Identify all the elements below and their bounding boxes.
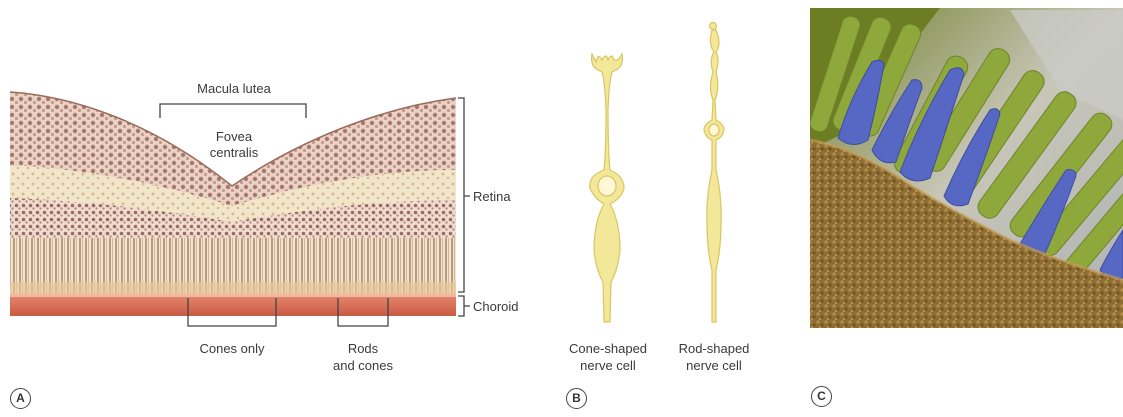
fovea-label-line2: centralis xyxy=(196,144,272,161)
micrograph-image xyxy=(808,8,1123,328)
panel-b-badge: B xyxy=(566,388,587,409)
rod-cell-label-line1: Rod-shaped xyxy=(664,340,764,357)
panel-c-badge: C xyxy=(811,386,832,407)
cone-cell-illustration xyxy=(590,54,624,322)
macula-lutea-label: Macula lutea xyxy=(186,80,282,97)
cone-cell-label-line1: Cone-shaped xyxy=(556,340,660,357)
retina-section-illustration xyxy=(10,90,456,320)
rod-cell-label-line2: nerve cell xyxy=(664,357,764,374)
choroid-bracket xyxy=(458,296,470,316)
rods-label-line1: Rods xyxy=(324,340,402,357)
panel-a-badge: A xyxy=(10,388,31,409)
cones-only-label: Cones only xyxy=(186,340,278,357)
retina-label: Retina xyxy=(473,188,511,205)
retina-bracket xyxy=(458,98,470,292)
choroid-label: Choroid xyxy=(473,298,519,315)
fovea-label-line1: Fovea xyxy=(196,128,272,145)
macula-bracket xyxy=(160,104,306,118)
rod-cell-illustration xyxy=(704,23,724,323)
cone-cell-label-line2: nerve cell xyxy=(556,357,660,374)
rods-label-line2: and cones xyxy=(324,357,402,374)
